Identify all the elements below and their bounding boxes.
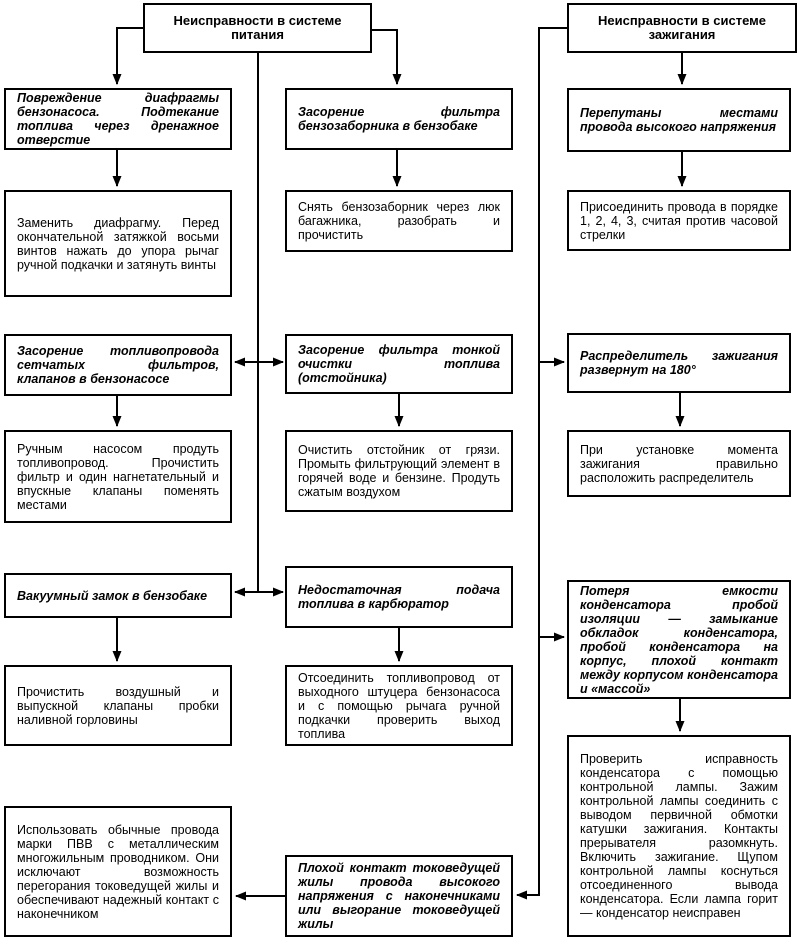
remedy-text-hv-wire-recommendation: Использовать обычные провода марки ПВВ с… bbox=[17, 822, 219, 921]
remedy-text-swapped-hv-wires: Присоединить провода в порядке 1, 2, 4, … bbox=[580, 199, 778, 242]
fault-box-pump-diaphragm: Повреждение диафрагмы бензонасоса. Подте… bbox=[4, 88, 232, 150]
arrow-fuel-to-tank-filter bbox=[372, 29, 402, 85]
remedy-text-vacuum-lock: Прочистить воздушный и выпускной клапаны… bbox=[17, 684, 219, 727]
remedy-box-pump-diaphragm: Заменить диафрагму. Перед окончательной … bbox=[4, 190, 232, 297]
remedy-box-insufficient-fuel-supply: Отсоединить топливопровод от выходного ш… bbox=[285, 665, 513, 746]
header-fuel-system-label: Неисправности в системе питания bbox=[173, 13, 342, 42]
remedy-box-distributor-rotated: При установке момента зажигания правильн… bbox=[567, 430, 791, 497]
fault-box-capacitor-failure: Потеря емкости конденсатора пробой изоля… bbox=[567, 580, 791, 699]
remedy-text-tank-intake-filter: Снять бензозаборник через люк багажника,… bbox=[298, 200, 500, 242]
fault-text-swapped-hv-wires: Перепутаны местами провода высокого напр… bbox=[580, 106, 778, 134]
remedy-box-swapped-hv-wires: Присоединить провода в порядке 1, 2, 4, … bbox=[567, 190, 791, 251]
remedy-text-insufficient-fuel-supply: Отсоединить топливопровод от выходного ш… bbox=[298, 670, 500, 741]
ignition-trunk-line bbox=[516, 27, 567, 900]
remedy-box-tank-intake-filter: Снять бензозаборник через люк багажника,… bbox=[285, 190, 513, 252]
fault-box-fine-filter-clog: Засорение фильтра тонкой очистки топлива… bbox=[285, 334, 513, 394]
remedy-box-fuel-line-clog: Ручным насосом продуть топливопровод. Пр… bbox=[4, 430, 232, 523]
header-ignition-system-label: Неисправности в системе зажигания bbox=[597, 13, 766, 42]
fault-text-insufficient-fuel-supply: Недостаточная подача топлива в карбюрато… bbox=[298, 583, 500, 611]
remedy-box-hv-wire-recommendation: Использовать обычные провода марки ПВВ с… bbox=[4, 806, 232, 937]
fault-text-tank-intake-filter: Засорение фильтра бензозаборника в бензо… bbox=[298, 105, 500, 133]
remedy-box-vacuum-lock: Прочистить воздушный и выпускной клапаны… bbox=[4, 665, 232, 746]
fault-box-insufficient-fuel-supply: Недостаточная подача топлива в карбюрато… bbox=[285, 566, 513, 628]
remedy-text-fine-filter-clog: Очистить отстойник от грязи. Промыть фил… bbox=[298, 443, 500, 499]
remedy-text-pump-diaphragm: Заменить диафрагму. Перед окончательной … bbox=[17, 215, 219, 272]
remedy-box-capacitor-failure: Проверить исправность конденсатора с пом… bbox=[567, 735, 791, 937]
header-fuel-system: Неисправности в системе питания bbox=[143, 3, 372, 53]
fault-text-pump-diaphragm: Повреждение диафрагмы бензонасоса. Подте… bbox=[17, 91, 219, 147]
fault-box-distributor-rotated: Распределитель зажигания развернут на 18… bbox=[567, 333, 791, 393]
fault-box-swapped-hv-wires: Перепутаны местами провода высокого напр… bbox=[567, 88, 791, 152]
remedy-box-fine-filter-clog: Очистить отстойник от грязи. Промыть фил… bbox=[285, 430, 513, 512]
header-ignition-system: Неисправности в системе зажигания bbox=[567, 3, 797, 53]
fault-text-fine-filter-clog: Засорение фильтра тонкой очистки топлива… bbox=[298, 343, 500, 385]
remedy-text-capacitor-failure: Проверить исправность конденсатора с пом… bbox=[580, 752, 778, 920]
fault-text-fuel-line-clog: Засорение топливопровода сетчатых фильтр… bbox=[17, 344, 219, 386]
fault-box-tank-intake-filter: Засорение фильтра бензозаборника в бензо… bbox=[285, 88, 513, 150]
remedy-text-fuel-line-clog: Ручным насосом продуть топливопровод. Пр… bbox=[17, 441, 219, 512]
arrow-fuel-to-diaphragm bbox=[112, 27, 143, 85]
fault-box-hv-wire-contact: Плохой контакт токоведущей жилы провода … bbox=[285, 855, 513, 937]
fault-box-fuel-line-clog: Засорение топливопровода сетчатых фильтр… bbox=[4, 334, 232, 396]
fault-text-hv-wire-contact: Плохой контакт токоведущей жилы провода … bbox=[298, 861, 500, 931]
fault-text-capacitor-failure: Потеря емкости конденсатора пробой изоля… bbox=[580, 583, 778, 696]
remedy-text-distributor-rotated: При установке момента зажигания правильн… bbox=[580, 442, 778, 485]
fault-text-distributor-rotated: Распределитель зажигания развернут на 18… bbox=[580, 349, 778, 377]
fault-text-vacuum-lock: Вакуумный замок в бензобаке bbox=[17, 588, 208, 603]
fault-box-vacuum-lock: Вакуумный замок в бензобаке bbox=[4, 573, 232, 618]
